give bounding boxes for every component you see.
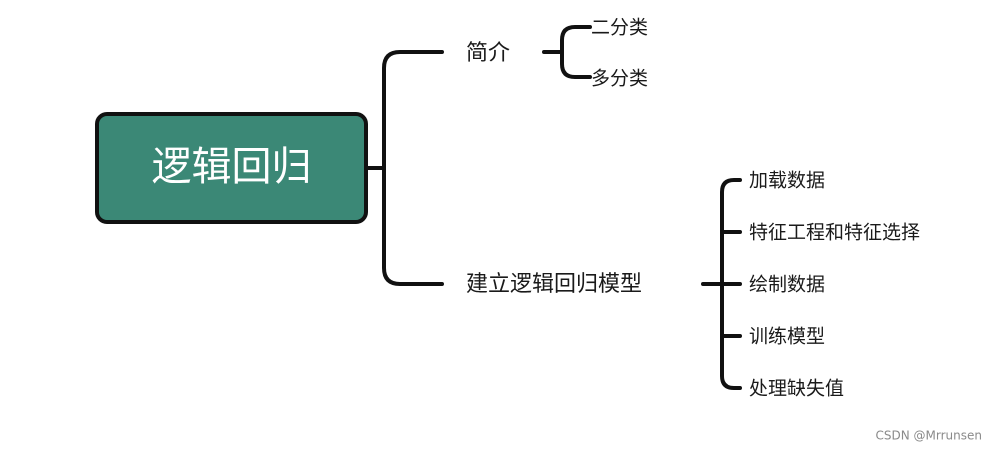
model-child-2[interactable]: 特征工程和特征选择 — [749, 222, 920, 244]
root-node[interactable] — [95, 112, 368, 224]
branch-intro-label[interactable]: 简介 — [466, 41, 510, 66]
intro-bracket — [560, 25, 592, 79]
model-child-4[interactable]: 训练模型 — [749, 326, 825, 348]
model-child-5[interactable]: 处理缺失值 — [749, 378, 844, 400]
branch-model-label[interactable]: 建立逻辑回归模型 — [466, 272, 642, 297]
model-child-3[interactable]: 绘制数据 — [749, 274, 825, 296]
root-label: 逻辑回归 — [152, 144, 312, 190]
watermark-text: CSDN @Mrrunsen — [876, 429, 983, 443]
intro-child-2[interactable]: 多分类 — [591, 68, 648, 90]
model-child-1[interactable]: 加载数据 — [749, 170, 825, 192]
intro-child-1[interactable]: 二分类 — [591, 17, 648, 39]
level1-bracket — [382, 50, 444, 286]
